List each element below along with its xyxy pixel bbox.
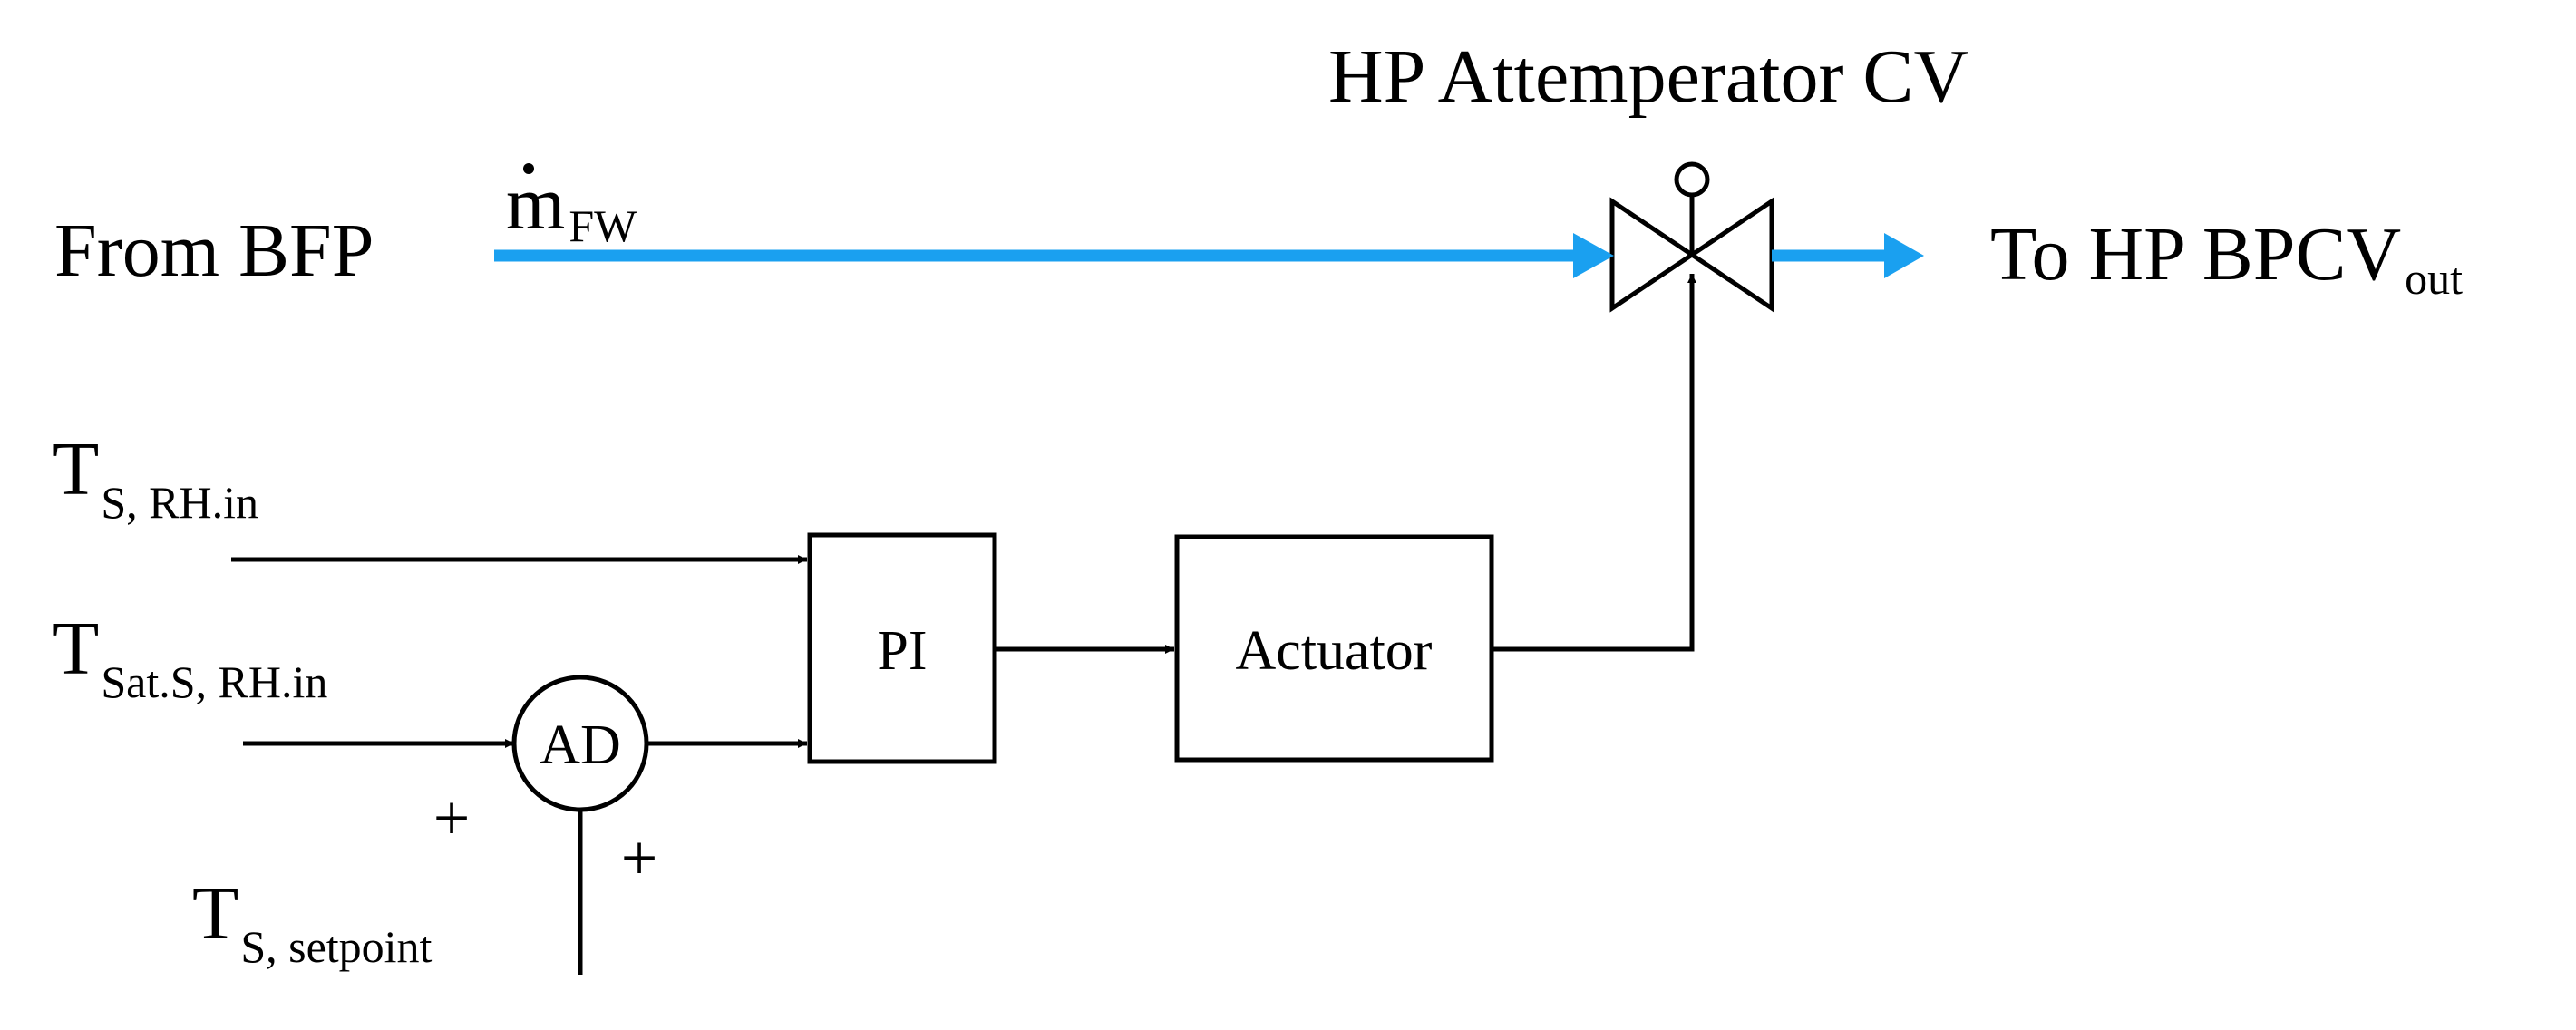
- valve-title: HP Attemperator CV: [1328, 34, 1968, 119]
- valve-body-left: [1609, 197, 1696, 313]
- destination-label: To HP BPCVout: [1990, 212, 2463, 304]
- pi-block-label: PI: [877, 620, 927, 682]
- sign-left: +: [433, 782, 471, 854]
- input-label-t-rh-in: TS, RH.in: [53, 427, 258, 528]
- input-label-t-setpoint: TS, setpoint: [192, 871, 433, 972]
- ad-junction: [511, 675, 649, 812]
- valve-body-right: [1687, 197, 1774, 313]
- ad-junction-label: AD: [540, 714, 621, 776]
- input-label-t-sat: TSat.S, RH.in: [53, 607, 327, 707]
- outlet-flow-arrowhead: [1884, 233, 1924, 278]
- feedwater-flow-arrowhead: [1573, 233, 1614, 278]
- flow-rate-label: mFW: [506, 161, 637, 251]
- sign-bottom: +: [621, 821, 658, 894]
- signal-actuator-to-valve: [1492, 274, 1696, 652]
- actuator-block-label: Actuator: [1236, 620, 1433, 682]
- pi-block: [807, 532, 997, 764]
- source-label: From BFP: [54, 209, 374, 293]
- flow-rate-dot: [523, 163, 534, 174]
- valve-indicator-circle: [1674, 161, 1710, 198]
- actuator-block: [1174, 534, 1494, 763]
